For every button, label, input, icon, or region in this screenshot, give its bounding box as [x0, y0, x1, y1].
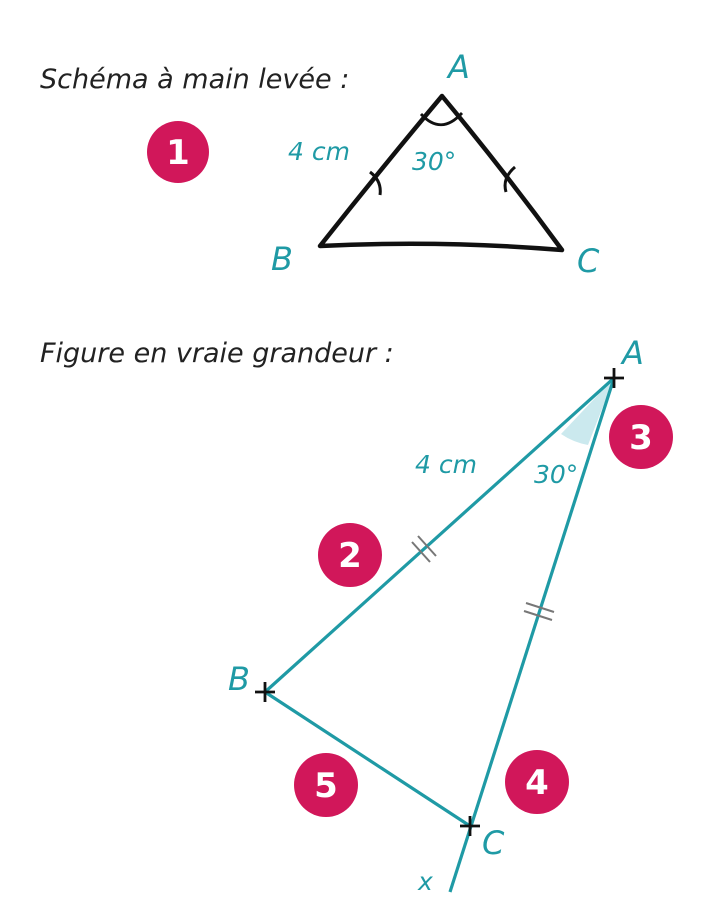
- equal-mark-ab: [411, 535, 437, 563]
- step-5-badge: [294, 753, 358, 817]
- point-a-cross: [604, 368, 624, 388]
- sketch-heading: Schéma à main levée :: [40, 64, 349, 95]
- step-4-number: 4: [525, 763, 549, 803]
- label-b: B: [228, 660, 250, 698]
- step-2-number: 2: [338, 536, 362, 576]
- step-3-number: 3: [629, 418, 653, 458]
- sketch-label-b: B: [271, 240, 293, 278]
- sketch-triangle: [317, 93, 565, 253]
- freehand-sketch: Schéma à main levée : 1 A B C 4 cm 30°: [40, 48, 600, 280]
- angle-a-value: 30°: [534, 460, 578, 489]
- step-5-number: 5: [314, 766, 338, 806]
- label-a: A: [620, 334, 644, 372]
- sketch-label-c: C: [577, 242, 600, 280]
- step-3-badge: [609, 405, 673, 469]
- step-2-badge: [318, 523, 382, 587]
- true-size-figure: Figure en vraie grandeur : A B C x: [40, 334, 673, 896]
- sketch-tick-ac: [503, 165, 517, 193]
- step-1-badge: [147, 121, 209, 183]
- segment-bc: [264, 690, 471, 828]
- step-4-badge: [505, 750, 569, 814]
- point-b-cross: [255, 682, 275, 702]
- segment-ab: [263, 376, 616, 694]
- sketch-angle-a-value: 30°: [412, 147, 456, 176]
- sketch-tick-ab: [369, 170, 382, 196]
- label-c: C: [482, 824, 505, 862]
- label-ray-x: x: [417, 867, 433, 896]
- step-1-number: 1: [166, 133, 190, 173]
- sketch-label-a: A: [446, 48, 470, 86]
- equal-mark-ac: [523, 602, 555, 621]
- side-ab-length: 4 cm: [415, 450, 477, 479]
- ray-ax: [448, 377, 616, 893]
- angle-a-shading: [561, 378, 614, 445]
- sketch-angle-arc: [419, 112, 464, 127]
- construction-heading: Figure en vraie grandeur :: [40, 338, 394, 369]
- sketch-side-ab-length: 4 cm: [288, 137, 350, 166]
- point-c-cross: [460, 816, 480, 836]
